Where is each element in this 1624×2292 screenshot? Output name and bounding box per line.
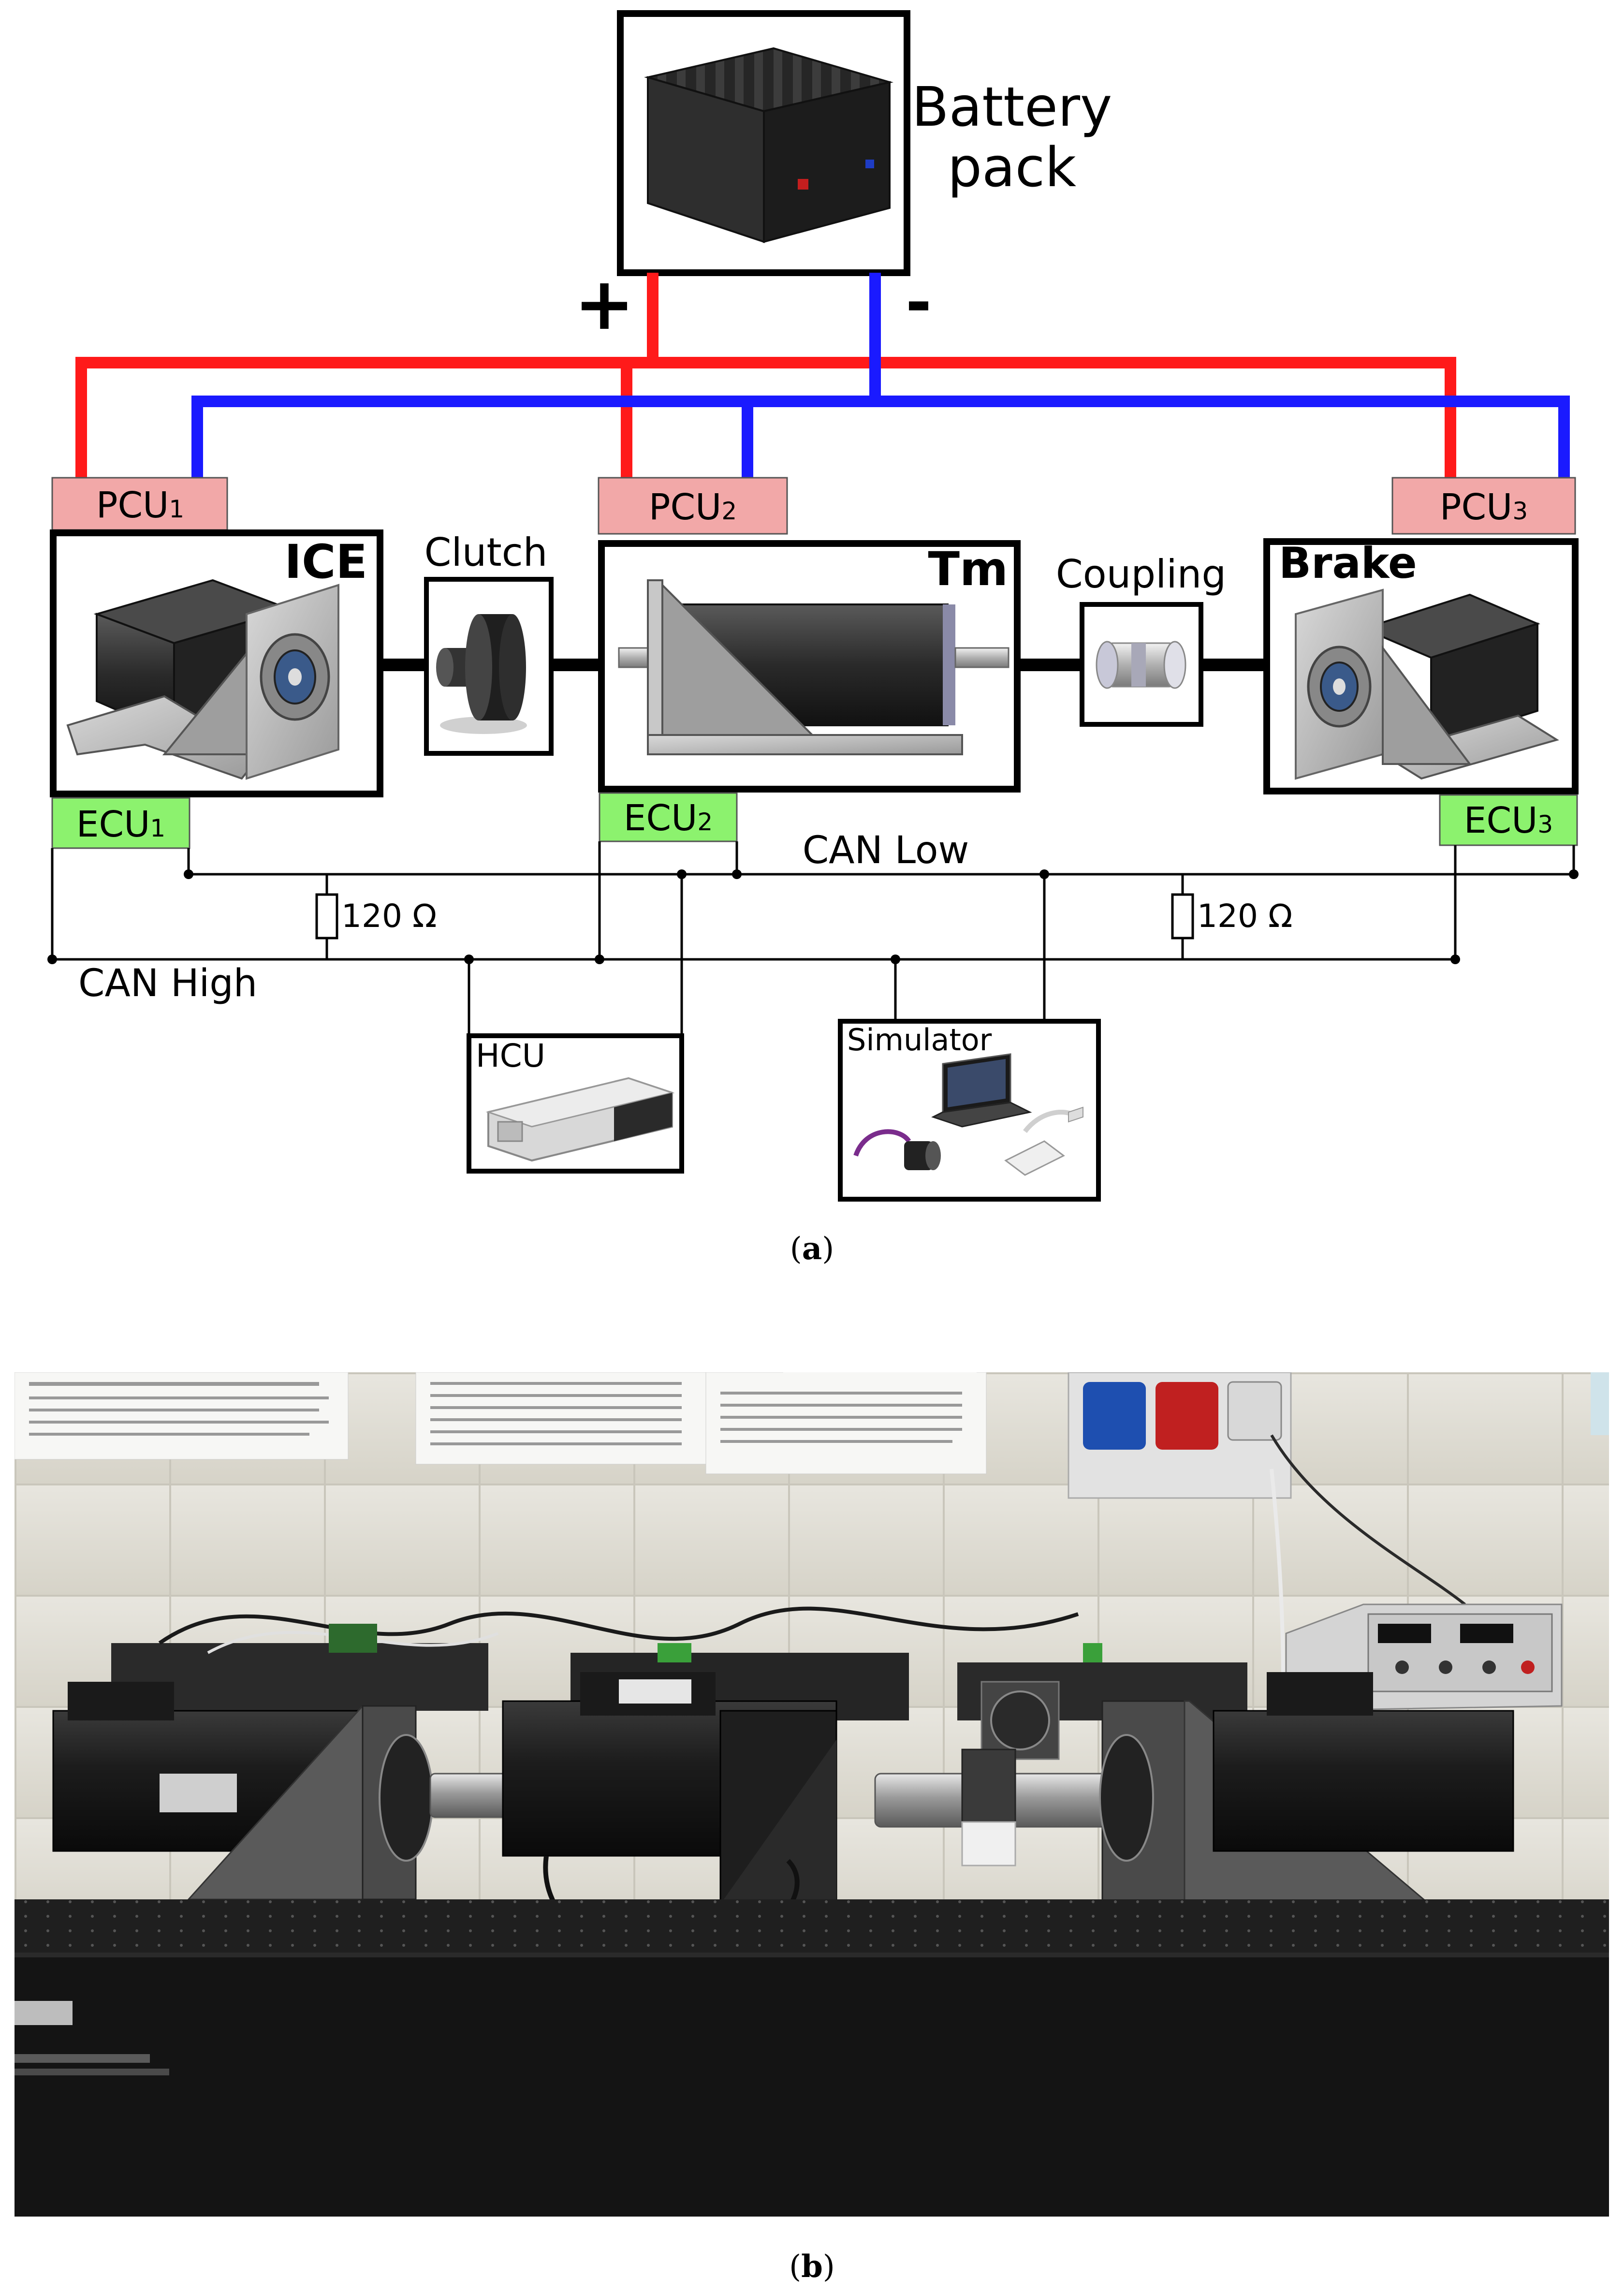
- traction-motor: [502, 1672, 837, 1961]
- positive-terminal-label: +: [574, 262, 635, 346]
- ice-emulator-motor: [52, 1682, 434, 1900]
- svg-text:PCU2: PCU2: [649, 486, 737, 528]
- can-bus-junctions: [47, 869, 1579, 964]
- wall-sockets: [1068, 1372, 1609, 1499]
- ice-motor-icon: [66, 579, 339, 780]
- ecu-3: ECU3: [1439, 794, 1578, 846]
- svg-text:ECU2: ECU2: [624, 797, 713, 839]
- svg-text:PCU3: PCU3: [1440, 486, 1528, 528]
- negative-terminal-label: -: [906, 265, 932, 339]
- caption-b: (b): [789, 2248, 835, 2285]
- simulator-label: Simulator: [847, 1022, 992, 1058]
- laptop-icon: [931, 1053, 1032, 1128]
- resistor-left: [315, 893, 338, 940]
- coupling-label: Coupling: [1056, 552, 1226, 597]
- clutch-icon: [436, 614, 527, 734]
- brake-label: Brake: [1279, 538, 1417, 588]
- torque-sensor: [961, 1748, 1016, 1828]
- can-high-label: CAN High: [78, 962, 257, 1005]
- hcu-label: HCU: [476, 1037, 545, 1074]
- clutch-label: Clutch: [424, 530, 548, 575]
- can-low-label: CAN Low: [803, 829, 969, 872]
- tm-motor-icon: [618, 579, 1010, 755]
- pcu-1: PCU1: [51, 477, 228, 531]
- ice-label: ICE: [284, 535, 367, 589]
- system-schematic: Battery pack + - PCU1 PCU2 PCU3 ICE: [47, 10, 1579, 1202]
- svg-text:PCU1: PCU1: [96, 485, 184, 526]
- optical-table: [15, 1899, 1609, 1953]
- pcu-2: PCU2: [598, 477, 788, 535]
- ecu-1: ECU1: [51, 797, 190, 849]
- svg-text:ECU3: ECU3: [1464, 800, 1553, 841]
- tm-label: Tm: [928, 542, 1008, 596]
- brake-motor-icon: [1295, 588, 1559, 780]
- table-brand-mark: [15, 2001, 73, 2025]
- positive-rail: [75, 273, 1456, 484]
- caption-a: (a): [790, 1231, 834, 1267]
- resistor-right-label: 120 Ω: [1197, 897, 1292, 935]
- can-bus-wiring: [51, 841, 1575, 1036]
- battery-label-line1: Battery: [912, 76, 1112, 139]
- test-bench-photo: [15, 1372, 1609, 2217]
- hcu-controller-icon: [485, 1077, 675, 1162]
- can-cable-icon: [853, 1129, 941, 1170]
- battery-pack-icon: [644, 47, 893, 243]
- wall-cable: [1270, 1434, 1466, 1606]
- wall-posters: [15, 1372, 987, 1474]
- negative-rail: [191, 273, 1570, 484]
- resistor-left-label: 120 Ω: [341, 897, 437, 935]
- pcu-3: PCU3: [1391, 477, 1576, 535]
- ecu-2: ECU2: [599, 792, 738, 842]
- coupling-icon: [1096, 641, 1186, 689]
- svg-text:ECU1: ECU1: [76, 804, 165, 845]
- resistor-right: [1171, 893, 1194, 940]
- battery-label-line2: pack: [948, 136, 1076, 199]
- usb-can-adapter-icon: [1004, 1106, 1083, 1176]
